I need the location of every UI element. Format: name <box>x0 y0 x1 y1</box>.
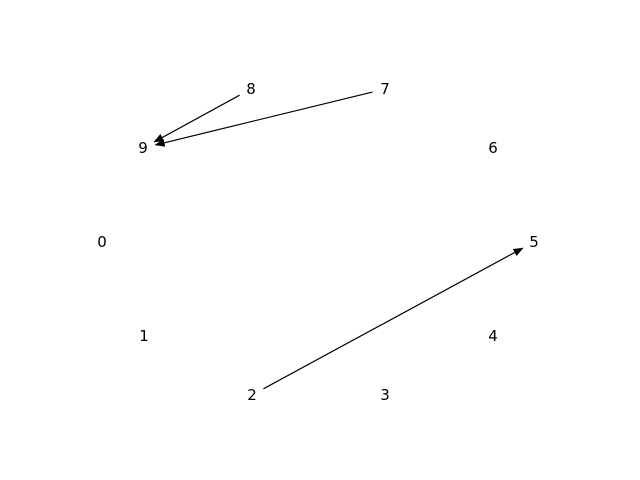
node-4: 4 <box>488 327 498 345</box>
node-7: 7 <box>380 80 390 98</box>
edge-2-to-5 <box>263 247 524 390</box>
node-3: 3 <box>380 386 390 404</box>
node-6: 6 <box>488 139 498 157</box>
node-9: 9 <box>138 139 148 157</box>
edge-7-to-9 <box>154 91 373 147</box>
node-5: 5 <box>529 233 539 251</box>
node-0: 0 <box>97 233 107 251</box>
node-1: 1 <box>139 327 149 345</box>
node-2: 2 <box>247 386 257 404</box>
edge-8-to-9 <box>153 94 240 143</box>
nodes-layer: 0 1 2 3 4 5 6 7 8 9 <box>97 80 539 404</box>
node-8: 8 <box>246 80 256 98</box>
edges-layer <box>153 91 524 390</box>
